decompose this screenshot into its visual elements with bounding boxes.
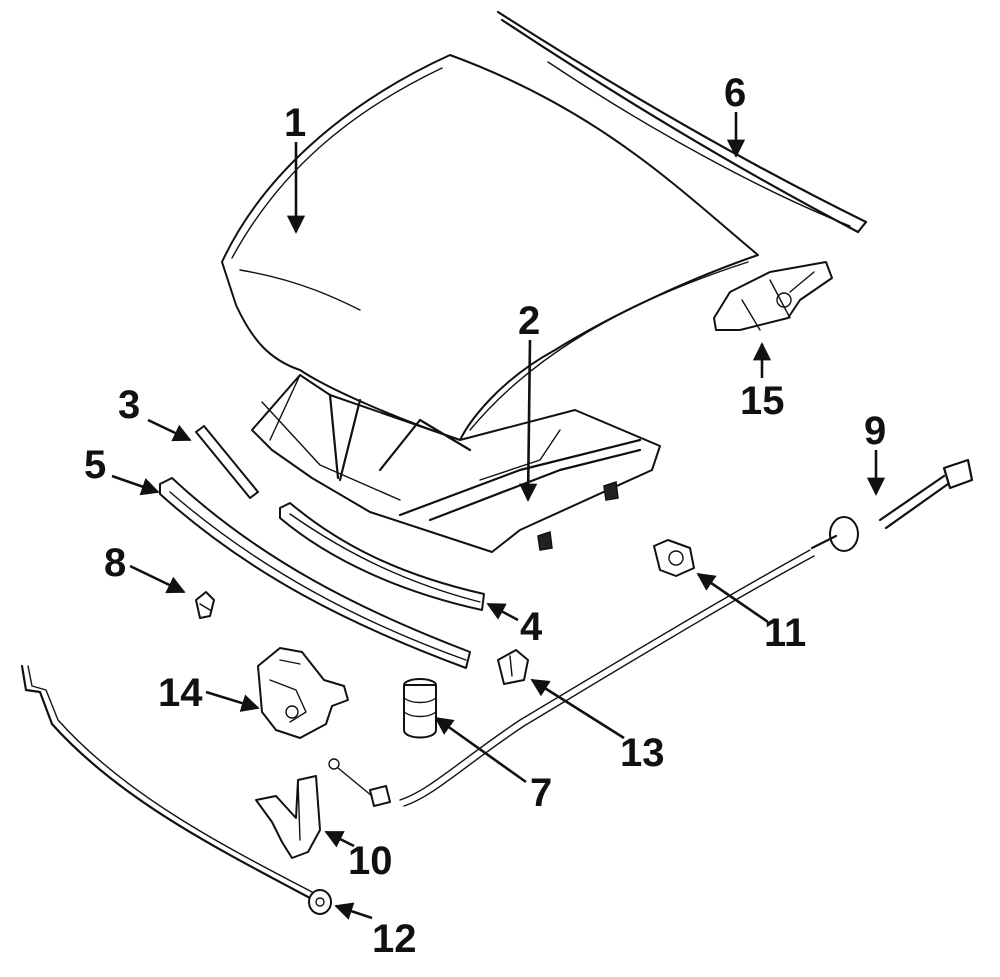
- leader-10: [324, 830, 355, 848]
- part-6-weatherstrip: [496, 10, 868, 234]
- callout-5: 5: [84, 443, 106, 487]
- part-7-bumper: [403, 678, 437, 739]
- part-15-hinge: [713, 261, 833, 331]
- leader-4: [486, 602, 519, 622]
- part-2-hood-frame: [251, 374, 661, 553]
- leader-5: [111, 474, 160, 496]
- part-12-prop-rod: [20, 664, 332, 915]
- leader-8: [129, 564, 186, 594]
- leader-11: [696, 572, 769, 624]
- callout-8: 8: [104, 541, 126, 585]
- callout-13: 13: [620, 731, 665, 775]
- leader-7: [434, 716, 527, 784]
- part-5-front-seal: [159, 477, 471, 669]
- part-3-seal: [195, 425, 259, 499]
- leader-12: [334, 902, 373, 920]
- part-11-grommet: [653, 539, 695, 577]
- callout-numbers: 1 2 3 4 5 6 7 8 9 10 11 12 13 14 15: [84, 71, 886, 961]
- part-4-seal: [279, 502, 485, 611]
- callout-14: 14: [158, 671, 203, 715]
- callout-2: 2: [518, 299, 540, 343]
- callout-4: 4: [520, 605, 543, 649]
- leader-lines: [111, 112, 886, 920]
- part-1-hood-panel: [221, 54, 759, 441]
- leader-2: [519, 339, 538, 502]
- part-14-latch: [257, 647, 349, 739]
- callout-1: 1: [284, 101, 306, 145]
- part-9-release-cable: [328, 458, 974, 807]
- callout-15: 15: [740, 379, 785, 423]
- callout-10: 10: [348, 839, 393, 883]
- callout-11: 11: [764, 611, 806, 655]
- leader-13: [530, 678, 625, 740]
- callout-6: 6: [724, 71, 746, 115]
- callout-7: 7: [530, 771, 552, 815]
- leader-14: [205, 690, 260, 712]
- part-13-clip: [497, 649, 529, 685]
- callout-3: 3: [118, 383, 140, 427]
- part-8-clip: [195, 591, 215, 619]
- callout-9: 9: [864, 409, 886, 453]
- leader-3: [147, 418, 192, 442]
- callout-12: 12: [372, 917, 417, 961]
- part-10-bracket: [255, 775, 321, 859]
